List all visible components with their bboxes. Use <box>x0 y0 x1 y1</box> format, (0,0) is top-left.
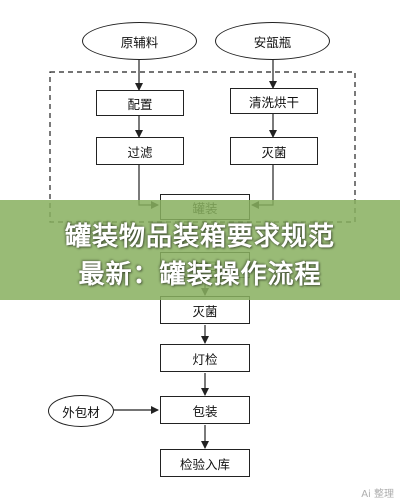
node-ampoule-bottle: 安瓿瓶 <box>215 22 330 60</box>
banner-title-line1: 罐装物品装箱要求规范 <box>64 222 335 252</box>
node-packing: 包装 <box>160 396 250 424</box>
node-light-inspection: 灯检 <box>160 344 250 372</box>
node-raw-material: 原辅料 <box>82 22 197 60</box>
banner-title-line2: 最新：罐装操作流程 <box>78 260 322 290</box>
node-sterilize-bottle: 灭菌 <box>230 137 318 165</box>
node-filter: 过滤 <box>96 137 184 165</box>
watermark: Ai 整理 <box>361 489 394 500</box>
arrow-filter-to-fill <box>138 165 159 209</box>
node-prepare: 配置 <box>96 90 184 116</box>
node-sterilize-product: 灭菌 <box>160 296 250 324</box>
title-banner: 罐装物品装箱要求规范 最新：罐装操作流程 <box>0 200 400 300</box>
node-outer-packaging: 外包材 <box>48 395 114 427</box>
node-wash-dry: 清洗烘干 <box>230 88 318 114</box>
arrow-sterilize-to-fill <box>251 165 274 209</box>
node-inspect-store: 检验入库 <box>160 449 250 477</box>
